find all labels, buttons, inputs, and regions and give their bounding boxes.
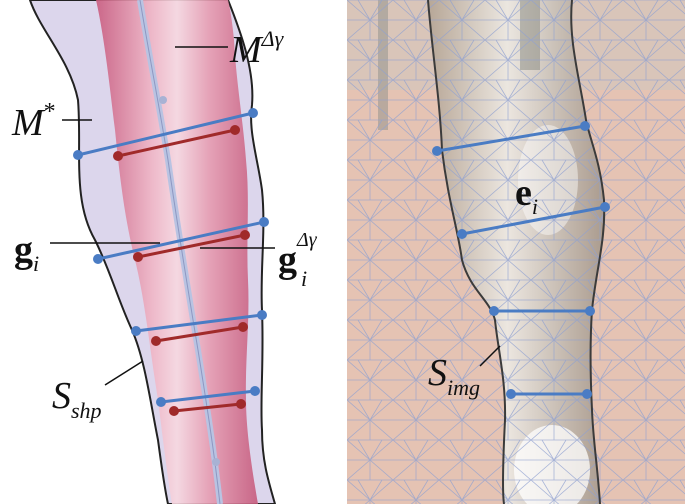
triangle-mesh — [347, 0, 685, 504]
label-s-shp: Sshp — [52, 375, 102, 423]
label-m-star: M* — [11, 99, 56, 144]
joint-marker — [159, 96, 167, 104]
leader-line — [105, 361, 143, 385]
joint-marker — [212, 458, 220, 466]
right-panel: ei Simg — [347, 0, 685, 504]
label-g-i: gi — [14, 229, 39, 276]
label-m-delta-gamma: MΔγ — [229, 26, 285, 71]
